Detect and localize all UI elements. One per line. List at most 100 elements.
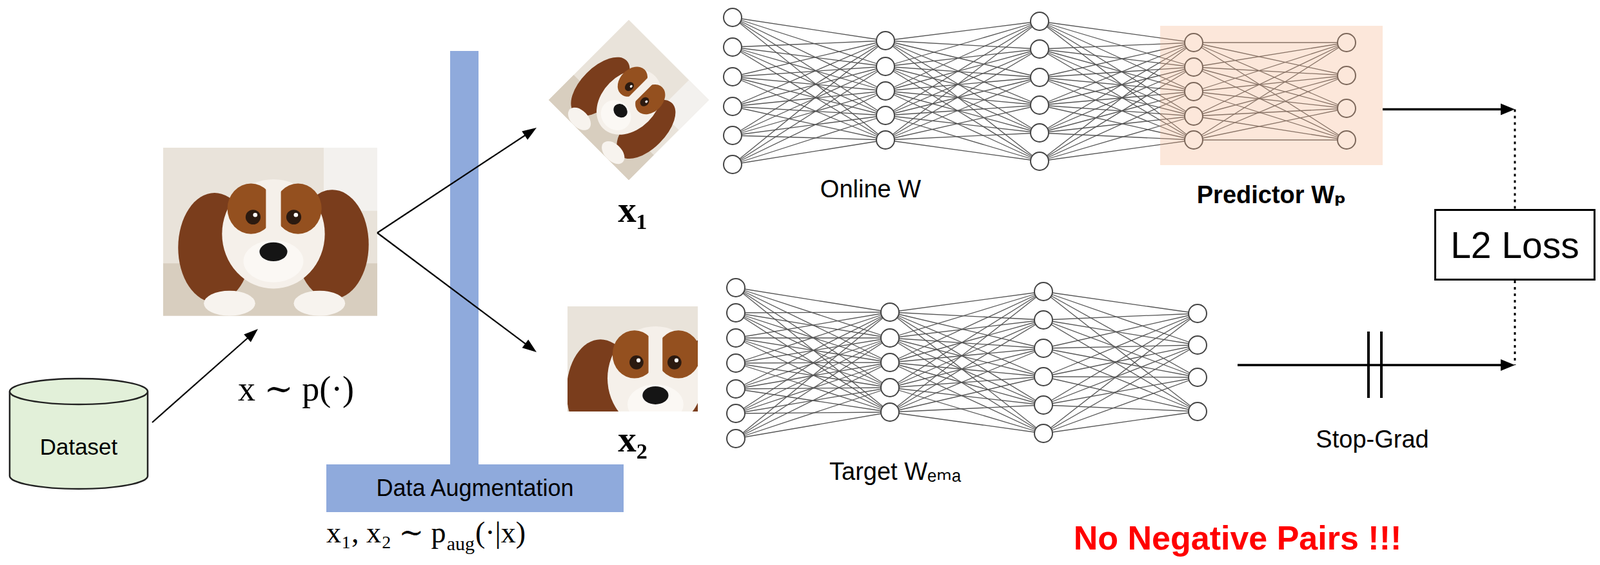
neuron [876, 81, 895, 100]
neuron [880, 403, 899, 422]
network-weight [735, 312, 890, 338]
photo-shape [629, 84, 634, 89]
neuron [1030, 96, 1049, 115]
network-weight [735, 312, 890, 389]
network-weight [735, 287, 890, 338]
network-weight [885, 21, 1040, 116]
photo-shape [667, 355, 682, 370]
network-weight [732, 115, 886, 136]
network-weight [889, 348, 1044, 363]
network-weight [1043, 319, 1198, 346]
photo-shape [563, 103, 596, 135]
neuron [726, 354, 745, 373]
network-weight [885, 49, 1040, 140]
photo-shape [607, 326, 698, 412]
network-weight [732, 66, 886, 165]
photo-shape [597, 136, 629, 169]
augmented-image [548, 19, 710, 181]
distribution-formula: x ∼ p(·) [237, 368, 355, 409]
network-weight [732, 17, 886, 140]
neuron [1034, 395, 1053, 415]
photo-shape [642, 386, 669, 405]
connector-head [1500, 103, 1515, 116]
network-weight [885, 90, 1040, 106]
photo-shape [548, 19, 710, 181]
photo-shape [567, 306, 698, 412]
network-weight [1043, 345, 1198, 377]
network-weight [889, 319, 1044, 388]
target-dotted [1514, 280, 1517, 366]
neuron [726, 303, 745, 322]
callout-note: No Negative Pairs !!! [1073, 519, 1403, 558]
photo-shape [221, 179, 325, 289]
network-weight [889, 291, 1044, 338]
neuron [726, 379, 745, 398]
network-weight [1043, 377, 1198, 434]
photo-shape [163, 147, 378, 317]
network-weight [889, 291, 1044, 413]
network-weight [1043, 376, 1198, 378]
neuron [726, 328, 745, 347]
neuron [1030, 12, 1049, 31]
subscript: aug [446, 532, 475, 556]
network-weight [1043, 345, 1198, 434]
network-weight [1043, 291, 1198, 314]
network-weight [885, 105, 1040, 140]
neuron [1034, 339, 1053, 358]
connector-dotted [1514, 109, 1517, 209]
neuron [880, 378, 899, 397]
neuron [723, 97, 742, 116]
network-weight [732, 66, 886, 136]
view-label: x₁ [617, 188, 648, 231]
dog-photo [163, 147, 378, 317]
network-weight [1043, 377, 1198, 405]
network-weight [889, 319, 1044, 363]
neuron [726, 278, 745, 297]
network-weight [732, 115, 886, 165]
target-output-head [1500, 359, 1515, 371]
neuron [726, 429, 745, 448]
network-weight [735, 337, 890, 389]
network-weight [735, 287, 890, 363]
augmentation-band: Data Augmentation [326, 464, 624, 513]
photo-shape [648, 331, 663, 382]
network-weight [732, 66, 886, 107]
neuron [1030, 123, 1049, 142]
augmentation-bar [450, 50, 479, 467]
neuron [876, 130, 895, 149]
view-arrow-head [522, 339, 537, 353]
sample-arrow-head [243, 328, 258, 343]
photo-shape [203, 290, 256, 317]
cylinder-body [9, 391, 148, 489]
network-weight [885, 21, 1040, 41]
network-weight [732, 40, 886, 165]
crop-window [567, 306, 698, 412]
network-weight [1043, 319, 1198, 412]
network-weight [732, 90, 886, 165]
network-weight [885, 139, 1040, 162]
network-weight [1043, 345, 1198, 405]
photo-shape [286, 209, 302, 225]
neuron [723, 67, 742, 86]
photo-shape [243, 239, 304, 282]
network-weight [1043, 404, 1198, 412]
network-weight [885, 21, 1040, 67]
network-weight [735, 312, 890, 414]
dog-photo [548, 19, 710, 181]
view-arrow [377, 232, 530, 347]
photo-shape [594, 94, 638, 137]
network-weight [885, 49, 1040, 91]
photo-shape [627, 384, 684, 412]
stop-grad-label: Stop-Grad [1315, 425, 1429, 455]
neuron [1030, 39, 1049, 59]
neuron [723, 8, 742, 27]
dog-photo [567, 306, 698, 412]
network-weight [889, 291, 1044, 388]
network-weight [735, 412, 890, 439]
network-weight [889, 337, 1044, 405]
view-arrow [377, 132, 529, 233]
network-weight [735, 312, 890, 313]
network-weight [732, 47, 886, 140]
view-label: x₂ [617, 417, 648, 461]
